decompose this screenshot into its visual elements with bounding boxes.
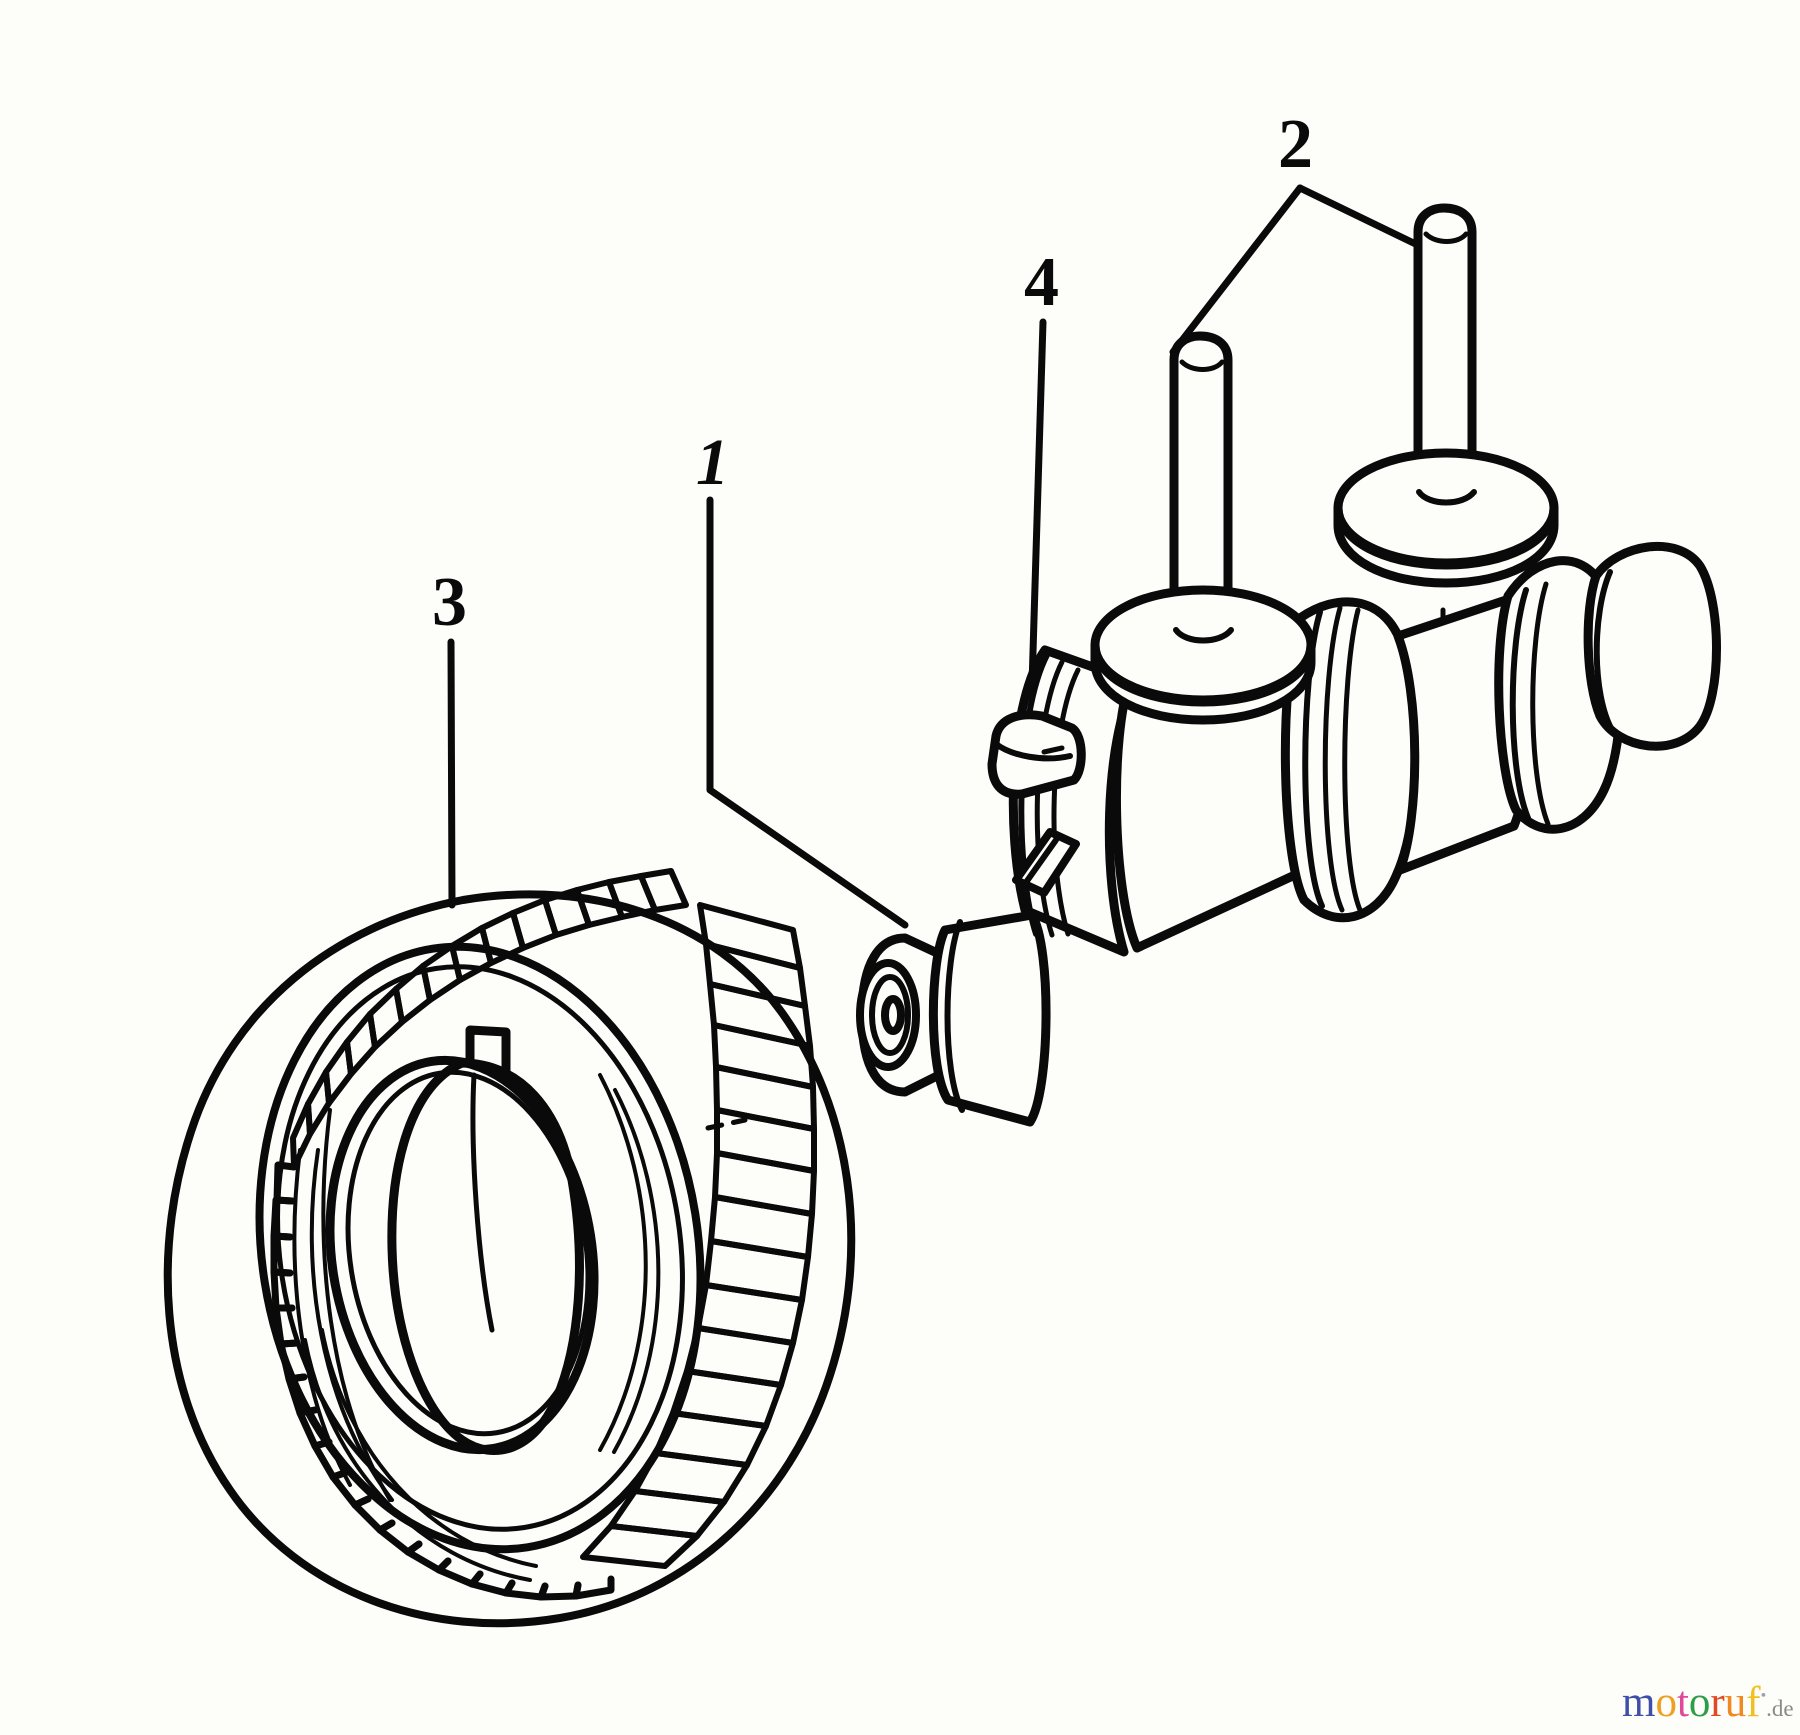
leader-line-3 xyxy=(447,638,456,909)
part-woodruff-key xyxy=(987,710,1086,799)
watermark-glyph: o xyxy=(1655,1679,1677,1726)
gear-rim-hatch xyxy=(292,1108,392,1502)
watermark-glyph: m xyxy=(1622,1679,1656,1726)
watermark-letter: motoruf xyxy=(1622,1678,1761,1727)
part-valve-lifter-1 xyxy=(1090,331,1316,725)
gear-bore-shade xyxy=(470,1072,495,1333)
camshaft-keyway-slot xyxy=(1012,828,1080,897)
gear-bore xyxy=(387,1058,584,1456)
gear-web-face-inner xyxy=(275,964,685,1532)
lifter-1-fillet xyxy=(1173,627,1234,644)
lifter-1-stem-top-curve xyxy=(1179,359,1225,372)
part-valve-lifter-2 xyxy=(1333,203,1559,588)
lifter-2-stem xyxy=(1413,203,1477,475)
watermark-glyph: u xyxy=(1724,1679,1747,1726)
watermark-dot: • xyxy=(1760,1687,1767,1705)
callout-label-3: 3 xyxy=(432,564,467,641)
camshaft-rear-stub xyxy=(1583,541,1721,751)
leader-line-4 xyxy=(1027,318,1047,722)
gear-keyway xyxy=(465,1025,511,1080)
gear-teeth-upper-right xyxy=(580,902,817,1569)
gear-face-relief xyxy=(309,1073,661,1502)
camshaft-center-hole xyxy=(881,995,905,1035)
watermark-glyph: t xyxy=(1676,1679,1689,1726)
lifter-2-head-bottom-arc xyxy=(1352,538,1540,565)
watermark-suffix: .de xyxy=(1766,1696,1794,1721)
leader-line-2b xyxy=(1296,184,1432,254)
lifter-1-head-bottom-arc xyxy=(1109,675,1297,702)
camshaft-front-journal xyxy=(928,910,1051,1127)
part-timing-gear xyxy=(163,868,856,1628)
leader-line-2a xyxy=(1169,184,1304,356)
camshaft-lobe-1 xyxy=(1280,597,1422,923)
lifter-2-fillet xyxy=(1416,489,1477,506)
leader-lines xyxy=(447,184,1432,929)
watermark-glyph: r xyxy=(1710,1679,1725,1726)
watermark-glyph: o xyxy=(1688,1679,1711,1726)
callout-label-2: 2 xyxy=(1278,106,1313,183)
motoruf-watermark: motoruf•.de xyxy=(1622,1678,1794,1727)
gear-teeth-silhouette-left xyxy=(270,1161,615,1601)
gear-web-face xyxy=(255,942,705,1554)
callout-label-4: 4 xyxy=(1024,244,1059,321)
callout-label-1: 1 xyxy=(696,426,729,499)
leader-line-1 xyxy=(706,496,909,929)
watermark-glyph: f xyxy=(1746,1679,1761,1726)
part-camshaft xyxy=(856,541,1721,1127)
lifter-2-stem-top-curve xyxy=(1423,231,1469,244)
lifter-1-stem xyxy=(1169,331,1233,615)
gear-back-rim-arc xyxy=(191,896,467,1124)
